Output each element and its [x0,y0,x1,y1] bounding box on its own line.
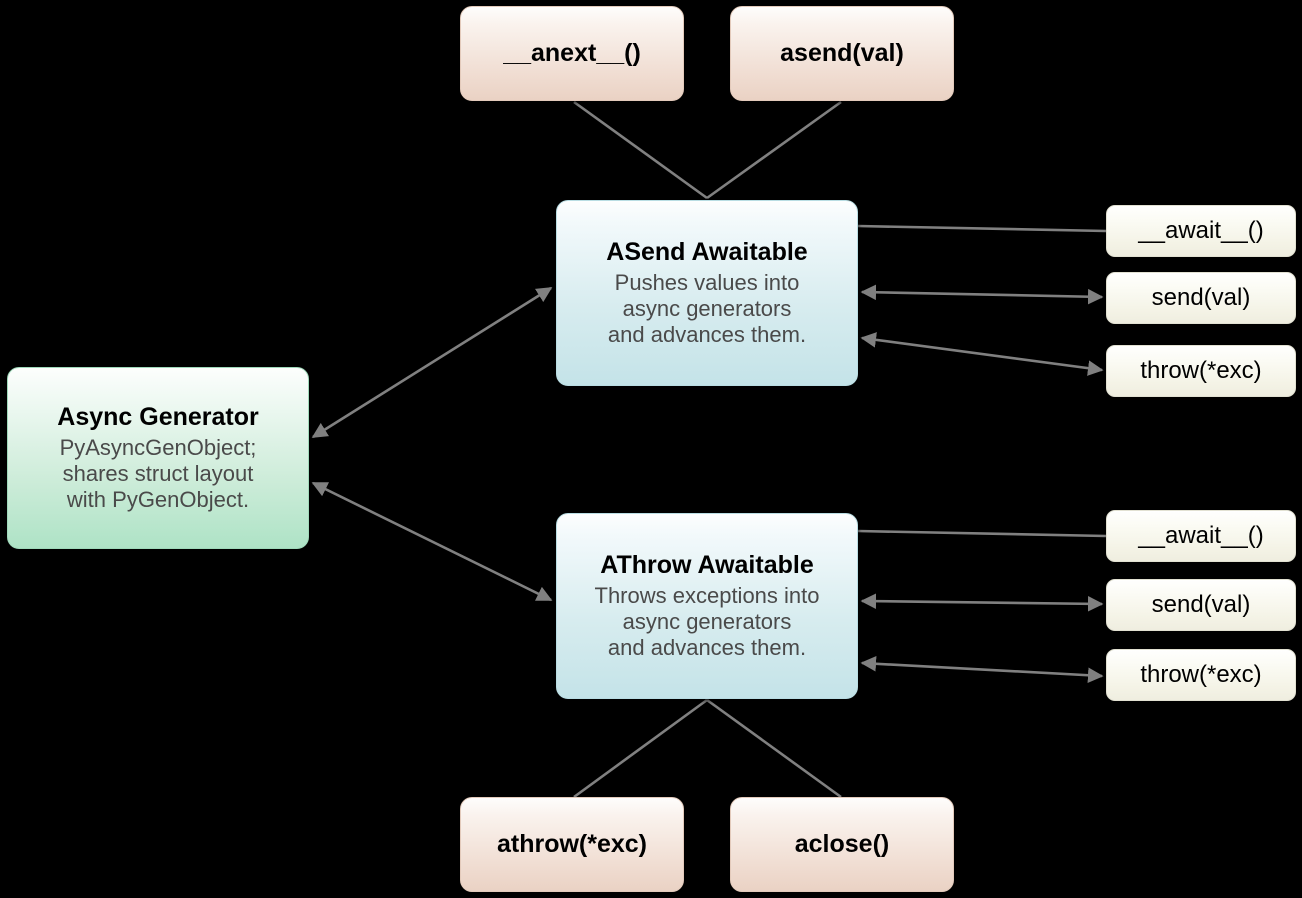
node-athrow-send-label: send(val) [1151,591,1251,619]
edge-athrow-awaitable-throw [860,655,1104,684]
edge-async-generator-athrow-awaitable [311,481,553,602]
node-asend-awaitable[interactable]: ASend Awaitable Pushes values into async… [556,200,858,386]
node-asend-send[interactable]: send(val) [1106,272,1296,324]
edge-athrow-awaitable-send [860,593,1104,612]
node-async-generator[interactable]: Async Generator PyAsyncGenObject; shares… [7,367,309,549]
edge-athrow-awaitable-to-await [857,529,1107,538]
node-aclose-label: aclose() [794,830,890,859]
node-asend-awaitable-title: ASend Awaitable [606,238,808,267]
node-asend-await-label: __await__() [1138,217,1264,245]
edge-asend-awaitable-to-await [857,224,1107,233]
edge-asend-awaitable-throw [860,332,1104,376]
edge-async-generator-asend-awaitable [311,286,553,439]
node-anext-label: __anext__() [503,39,641,68]
node-asend-await[interactable]: __await__() [1106,205,1296,257]
node-async-generator-title: Async Generator [57,403,259,432]
edge-athrow-to-athrow-awaitable [573,698,708,799]
node-athrow-label: athrow(*exc) [496,830,648,859]
node-athrow-send[interactable]: send(val) [1106,579,1296,631]
node-asend-send-label: send(val) [1151,284,1251,312]
edge-aclose-to-athrow-awaitable [706,698,842,799]
node-athrow-await[interactable]: __await__() [1106,510,1296,562]
node-asend-label: asend(val) [780,39,904,68]
node-athrow-throw[interactable]: throw(*exc) [1106,649,1296,701]
node-async-generator-desc: PyAsyncGenObject; shares struct layout w… [59,434,257,512]
node-athrow-awaitable-title: AThrow Awaitable [600,551,814,580]
node-athrow[interactable]: athrow(*exc) [460,797,684,892]
node-athrow-throw-label: throw(*exc) [1140,661,1262,689]
node-asend-throw[interactable]: throw(*exc) [1106,345,1296,397]
node-asend-awaitable-desc: Pushes values into async generators and … [607,269,807,347]
edge-asend-to-asend-awaitable [706,100,842,200]
node-anext[interactable]: __anext__() [460,6,684,101]
node-asend[interactable]: asend(val) [730,6,954,101]
node-athrow-await-label: __await__() [1138,522,1264,550]
node-asend-throw-label: throw(*exc) [1140,357,1262,385]
node-aclose[interactable]: aclose() [730,797,954,892]
edge-asend-awaitable-send [860,284,1104,305]
node-athrow-awaitable[interactable]: AThrow Awaitable Throws exceptions into … [556,513,858,699]
edge-anext-to-asend-awaitable [573,100,708,200]
node-athrow-awaitable-desc: Throws exceptions into async generators … [594,582,820,660]
